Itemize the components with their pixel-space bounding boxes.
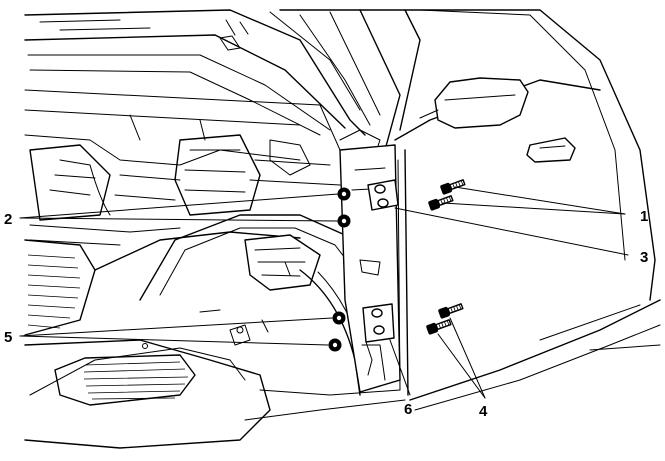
fender-liner [139,214,376,396]
leader-lines [19,186,629,399]
callout-1: 1 [640,208,648,225]
callout-6: 6 [404,401,412,418]
upper-grille [27,254,81,329]
front-fascia [24,231,406,449]
upper-bolts [428,179,466,211]
callout-5: 5 [4,329,12,346]
lower-bracket [362,303,395,376]
callout-labels: 1 2 3 4 5 6 [4,208,648,420]
callout-2: 2 [4,211,12,228]
engine-compartment [24,89,341,246]
callout-3: 3 [640,249,648,266]
door-handle [526,137,576,163]
open-hood [24,9,366,136]
lower-grille [54,354,196,406]
windshield-a-pillar [279,9,421,156]
front-door [394,9,661,411]
upper-nuts [337,187,351,228]
upper-bracket-holes [367,179,399,211]
lower-bolts [426,303,464,335]
lower-nuts [328,311,346,352]
side-mirror [419,77,529,129]
callout-4: 4 [479,403,488,420]
